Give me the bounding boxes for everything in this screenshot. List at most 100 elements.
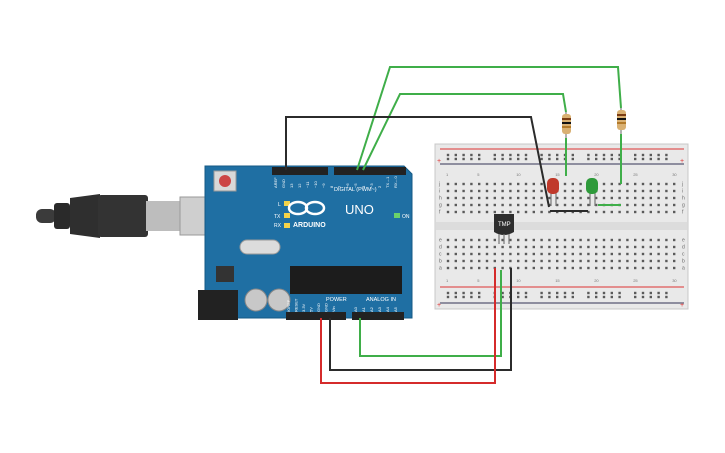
terminal-hole xyxy=(485,189,489,193)
column-number-20-bottom: 20 xyxy=(594,278,599,283)
analog-pin-label-4: A4 xyxy=(385,306,390,312)
terminal-hole xyxy=(478,196,481,200)
wires xyxy=(285,66,622,384)
terminal-hole xyxy=(673,203,676,207)
terminal-hole xyxy=(657,210,660,214)
terminal-hole xyxy=(626,252,629,256)
rail-hole xyxy=(649,295,652,299)
power-pin-label-1: RESET xyxy=(294,298,299,312)
terminal-hole xyxy=(501,238,504,242)
terminal-hole xyxy=(446,203,450,207)
resistor-1 xyxy=(562,112,571,138)
rail-hole xyxy=(540,295,543,299)
terminal-hole xyxy=(517,252,520,256)
terminal-hole xyxy=(595,203,598,207)
rail-hole xyxy=(587,157,590,161)
rail-hole xyxy=(587,295,590,299)
terminal-hole xyxy=(673,266,676,270)
rail-hole xyxy=(634,291,637,295)
terminal-hole xyxy=(517,189,520,193)
terminal-hole xyxy=(657,259,660,263)
led-green xyxy=(586,178,598,206)
terminal-hole xyxy=(571,245,574,249)
terminal-hole xyxy=(649,238,652,242)
row-letter-a-right: a xyxy=(682,266,685,272)
terminal-hole xyxy=(532,266,535,270)
terminal-hole xyxy=(548,210,551,214)
terminal-hole xyxy=(478,252,481,256)
digital-pin-label-15: RX←0 xyxy=(393,175,398,188)
rail-hole xyxy=(657,153,660,157)
rail-hole xyxy=(524,291,528,295)
terminal-hole xyxy=(485,259,489,263)
terminal-hole xyxy=(509,196,512,200)
terminal-hole xyxy=(485,266,489,270)
terminal-hole xyxy=(485,203,489,207)
wire-black-ground-lower xyxy=(329,268,512,371)
rail-hole xyxy=(595,295,598,299)
column-number-10-top: 10 xyxy=(516,172,521,177)
digital-pin-label-8: 7 xyxy=(337,185,342,188)
terminal-hole xyxy=(618,210,621,214)
terminal-hole xyxy=(509,182,512,186)
terminal-hole xyxy=(462,245,465,249)
rail-hole xyxy=(478,291,481,295)
row-letter-a-left: a xyxy=(439,266,442,272)
column-number-1-bottom: 1 xyxy=(446,278,449,283)
terminal-hole xyxy=(532,245,535,249)
terminal-hole xyxy=(579,182,582,186)
power-pin-label-2: 3.3V xyxy=(301,303,306,312)
terminal-hole xyxy=(509,245,512,249)
terminal-hole xyxy=(634,196,637,200)
rail-hole xyxy=(524,153,528,157)
power-pin-label-5: GND xyxy=(324,303,329,312)
terminal-hole xyxy=(579,189,582,193)
terminal-hole xyxy=(665,196,668,200)
rail-hole xyxy=(556,295,559,299)
terminal-hole xyxy=(571,252,574,256)
terminal-hole xyxy=(485,245,489,249)
wire-black-gnd-to-breadboard xyxy=(285,116,550,208)
terminal-hole xyxy=(587,252,590,256)
terminal-hole xyxy=(649,252,652,256)
rail-hole xyxy=(665,153,668,157)
row-letter-g-right: g xyxy=(682,203,685,209)
terminal-hole xyxy=(618,252,621,256)
column-number-5-top: 5 xyxy=(477,172,480,177)
terminal-hole xyxy=(595,259,598,263)
terminal-hole xyxy=(657,245,660,249)
terminal-hole xyxy=(470,266,473,270)
terminal-hole xyxy=(641,266,645,270)
terminal-hole xyxy=(595,245,598,249)
terminal-hole xyxy=(478,182,481,186)
row-letter-j-left: j xyxy=(438,182,440,188)
terminal-hole xyxy=(641,252,645,256)
rail-hole xyxy=(649,291,652,295)
terminal-hole xyxy=(493,196,496,200)
rail-hole xyxy=(618,291,621,295)
terminal-hole xyxy=(610,238,613,242)
terminal-hole xyxy=(571,182,574,186)
column-number-15-bottom: 15 xyxy=(555,278,560,283)
rail-hole xyxy=(517,295,520,299)
rail-hole xyxy=(454,291,457,295)
terminal-hole xyxy=(618,182,621,186)
rail-hole xyxy=(540,157,543,161)
row-letter-h-right: h xyxy=(682,196,685,202)
terminal-hole xyxy=(540,189,543,193)
terminal-hole xyxy=(626,182,629,186)
terminal-hole xyxy=(524,259,528,263)
terminal-hole xyxy=(548,259,551,263)
terminal-hole xyxy=(579,245,582,249)
terminal-hole xyxy=(548,238,551,242)
digital-pin-label-5: ~10 xyxy=(313,180,318,188)
terminal-hole xyxy=(610,252,613,256)
arduino-brand-text: ARDUINO xyxy=(293,222,326,229)
terminal-hole xyxy=(657,182,660,186)
terminal-hole xyxy=(634,238,637,242)
terminal-hole xyxy=(665,189,668,193)
power-pin-label-4: GND xyxy=(316,303,321,312)
